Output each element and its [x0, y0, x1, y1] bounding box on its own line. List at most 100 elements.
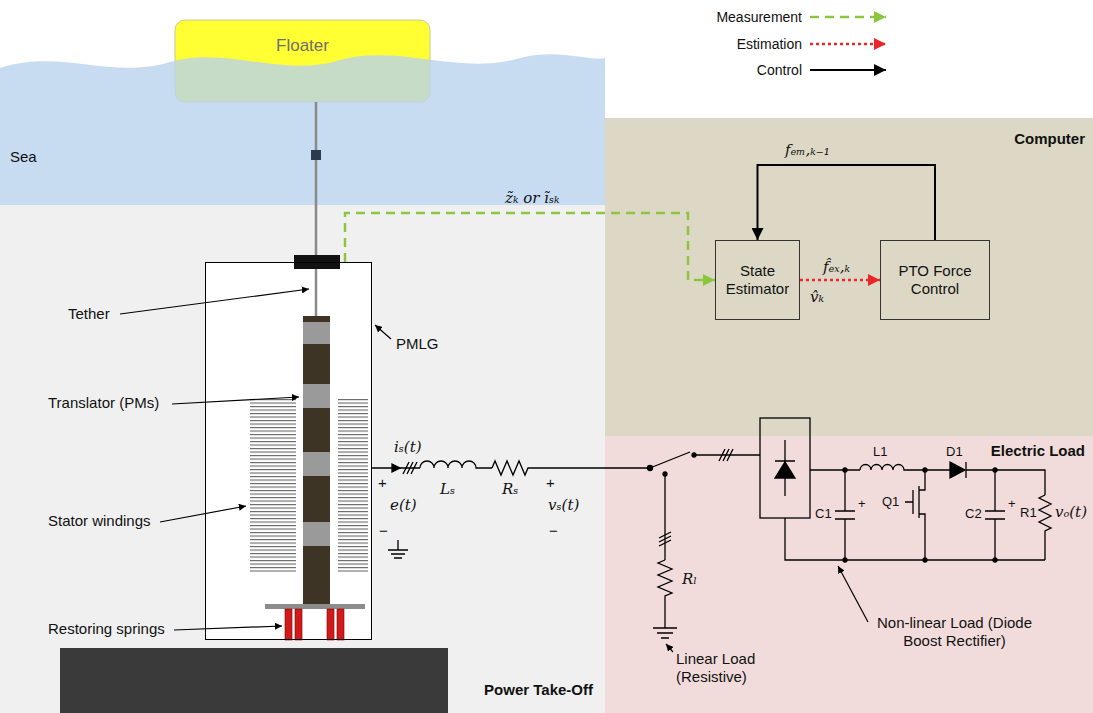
label-holder: − [379, 522, 388, 540]
circuit-wiring [966, 462, 1045, 495]
label-holder: Tether [68, 305, 110, 323]
measurement-arrow [345, 213, 715, 280]
label-holder: Rₗ [682, 570, 697, 588]
polarity-mark: + [546, 474, 555, 492]
circuit-wiring [843, 558, 847, 562]
label-holder: fₑₘ,ₖ₋₁ [785, 141, 830, 159]
label-holder: e(t) [390, 496, 417, 514]
circuit-wiring [860, 465, 950, 470]
component-name: C1 [815, 506, 832, 522]
pmlg-drawing [303, 384, 330, 408]
signal-name: z̃ₖ or ĩₛₖ [505, 189, 559, 207]
pmlg-drawing [311, 150, 321, 160]
legend-label: Control [690, 62, 802, 79]
pmlg-drawing [303, 316, 330, 604]
circuit-wiring [653, 628, 677, 638]
polarity-mark: + [858, 496, 866, 512]
label-holder: Lₛ [440, 480, 455, 498]
component-name: L1 [873, 444, 887, 460]
component-name: D1 [946, 444, 963, 460]
circuit-wiring [985, 470, 1005, 560]
circuit-wiring [993, 468, 997, 472]
region-label: Computer [1014, 130, 1085, 148]
pmlg-drawing [338, 398, 368, 572]
computer-region: ComputerState Estimator PTO Force Control [605, 118, 1093, 436]
pmlg-drawing [315, 102, 318, 316]
pmlg-drawing [205, 262, 372, 640]
polarity-mark: − [549, 522, 558, 540]
label-holder: + [378, 474, 387, 492]
circuit-wiring [719, 449, 733, 461]
label-holder: Non-linear Load (Diode Boost Rectifier) [872, 614, 1037, 650]
pmlg-drawing [327, 609, 334, 640]
label-holder: iₛ(t) [394, 438, 422, 456]
background-regions [60, 648, 448, 713]
pmlg-drawing [303, 522, 330, 546]
legend-samples [810, 69, 886, 71]
label-holder: Power Take-Off [484, 681, 593, 699]
circuit-wiring [835, 470, 855, 560]
callout-label: Linear Load (Resistive) [676, 650, 776, 686]
control-arrow [758, 165, 936, 240]
background-regions [605, 436, 1093, 713]
signal-name: v̂ₖ [810, 288, 824, 306]
polarity-mark: − [379, 522, 388, 540]
legend-samples [810, 17, 886, 70]
circuit-wiring [663, 472, 667, 476]
estimation-arrow [800, 279, 880, 282]
leader-lines [174, 626, 282, 630]
pmlg-drawing [285, 609, 292, 640]
circuit-wiring [650, 452, 690, 468]
component-name: Rₛ [502, 480, 518, 498]
signal-name: f̂ₑₓ,ₖ [823, 258, 850, 276]
label-holder: Restoring springs [48, 620, 165, 638]
part-label: Stator windings [48, 512, 151, 530]
leader-lines [838, 566, 868, 622]
process-label: PTO Force Control [888, 262, 982, 298]
signal-name: iₛ(t) [394, 438, 422, 456]
legend-label: Estimation [690, 36, 802, 53]
circuit-wiring [775, 462, 795, 478]
callout-label: Non-linear Load (Diode Boost Rectifier) [872, 614, 1037, 650]
signal-name: vₒ(t) [1055, 503, 1087, 521]
circuit-wiring [692, 453, 696, 457]
label-holder: C2 [965, 506, 982, 522]
label-holder: Measurement [690, 9, 802, 26]
leader-lines [120, 289, 868, 652]
pmlg-drawing [250, 398, 296, 572]
circuit-wiring [1039, 495, 1051, 560]
pmlg-housing: PMLG [205, 262, 372, 640]
part-label: Translator (PMs) [48, 394, 159, 412]
sea-region: Sea [0, 55, 605, 205]
circuit-wiring [392, 464, 400, 472]
legend-label: Measurement [690, 9, 802, 26]
circuit-wiring [420, 461, 492, 468]
label-holder: Computer [1014, 130, 1085, 148]
background-regions [0, 205, 605, 713]
circuit-wiring [843, 468, 847, 472]
callout-label: PMLG [396, 335, 439, 353]
pmlg-drawing [303, 322, 330, 344]
component-name: Q1 [882, 494, 899, 510]
pmlg-drawing [205, 102, 372, 640]
label-holder: vₛ(t) [548, 496, 579, 514]
circuit-wiring [658, 560, 672, 628]
circuit-wiring [696, 454, 760, 455]
component-name: Lₛ [440, 480, 455, 498]
label-holder: vₒ(t) [1055, 503, 1087, 521]
label-holder: L1 [873, 444, 887, 460]
label-holder: C1 [815, 506, 832, 522]
label-holder: Sea [10, 148, 37, 166]
pmlg-drawing [265, 604, 365, 609]
polarity-mark: + [1008, 496, 1016, 512]
leader-lines [172, 397, 299, 404]
circuit-wiring [403, 462, 417, 474]
label-holder: + [1008, 496, 1016, 512]
process-box: State Estimator [715, 240, 800, 320]
background-regions [0, 20, 1093, 713]
label-holder: Stator windings [48, 512, 151, 530]
pmlg-drawing [337, 609, 344, 640]
circuit-wiring [950, 462, 965, 478]
circuit-wiring [760, 418, 810, 518]
